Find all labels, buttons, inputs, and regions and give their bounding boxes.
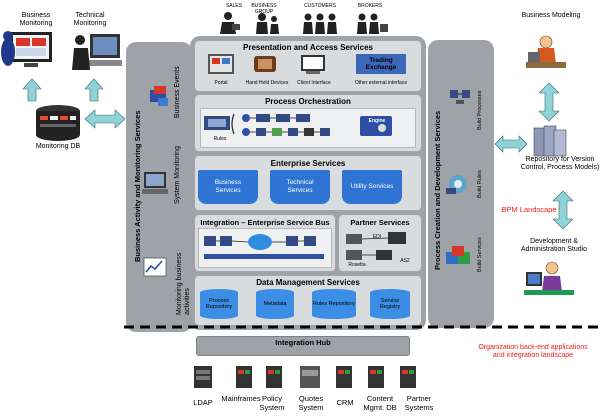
crm-icon bbox=[336, 366, 352, 388]
business-modeling-person-icon bbox=[526, 35, 566, 68]
build-rules-icon bbox=[446, 175, 467, 194]
business-services-box: Business Services bbox=[198, 170, 258, 204]
partner-flow-icon bbox=[346, 232, 406, 260]
quotes-system-label: Quotes System bbox=[298, 394, 324, 412]
esb-title: Integration – Enterprise Service Bus bbox=[200, 218, 330, 227]
double-arrow-horizontal-icon bbox=[494, 135, 528, 153]
bpm-landscape-label: BPM Landscape bbox=[501, 205, 557, 214]
partner-title: Partner Services bbox=[350, 218, 410, 227]
build-processes-label: Build Processes bbox=[477, 90, 483, 130]
quotes-system-icon bbox=[300, 366, 320, 388]
developer-person-icon bbox=[524, 261, 574, 295]
engine-label: Engine bbox=[368, 118, 386, 124]
monitoring-activities-icon bbox=[143, 257, 167, 277]
content-mgmt-db-label: Content Mgmt. DB bbox=[363, 394, 397, 412]
people-icons bbox=[220, 12, 388, 34]
integration-hub-title: Integration Hub bbox=[275, 338, 331, 347]
portal-icon bbox=[208, 54, 234, 74]
client-interface-label: Client Interface bbox=[297, 80, 331, 86]
policy-system-icon bbox=[266, 366, 282, 388]
rules-repository-db: Rules Repository bbox=[312, 289, 356, 319]
repository-servers-icon bbox=[533, 125, 567, 157]
business-modeling-label: Business Modeling bbox=[521, 12, 581, 19]
as2-label: AS2 bbox=[400, 258, 410, 264]
double-arrow-vertical-icon bbox=[538, 82, 560, 122]
build-rules-label: Build Rules bbox=[477, 170, 483, 198]
business-monitoring-icon bbox=[1, 31, 52, 67]
portal-label: Portal bbox=[214, 80, 228, 86]
backend-system-icons bbox=[194, 366, 416, 388]
brokers-icon bbox=[357, 13, 388, 34]
trading-exchange-box: Trading Exchange bbox=[356, 54, 406, 74]
integration-hub-bar bbox=[196, 336, 410, 356]
sales-label: SALES bbox=[225, 3, 243, 9]
double-arrow-horizontal-icon bbox=[84, 109, 126, 129]
build-services-icon bbox=[446, 246, 470, 264]
partner-section: Partner Services bbox=[338, 214, 422, 272]
business-group-icon bbox=[256, 13, 279, 34]
system-monitoring-icon bbox=[142, 172, 168, 194]
business-monitoring-label: Business Monitoring bbox=[19, 12, 53, 27]
business-group-label: BUSINESS GROUP bbox=[251, 3, 277, 15]
technical-monitoring-icon bbox=[72, 34, 122, 70]
ldap-label: LDAP bbox=[193, 398, 213, 407]
orchestration-flow-icon bbox=[204, 113, 392, 136]
customers-icon bbox=[303, 13, 337, 34]
ldap-icon bbox=[194, 366, 212, 388]
system-monitoring-label: System Monitoring bbox=[174, 146, 181, 204]
technical-monitoring-label: Technical Monitoring bbox=[73, 12, 107, 27]
partner-systems-label: Partner Systems bbox=[404, 394, 434, 412]
repository-label: Repository for Version Control, Process … bbox=[520, 156, 600, 171]
esb-flow-icon bbox=[204, 234, 324, 259]
enterprise-title: Enterprise Services bbox=[270, 159, 346, 168]
build-processes-icon bbox=[450, 90, 470, 104]
sales-person-icon bbox=[220, 12, 240, 34]
handheld-icon bbox=[254, 56, 276, 72]
metadata-db: Metadata bbox=[256, 289, 294, 319]
customers-label: CUSTOMERS bbox=[304, 3, 336, 9]
other-interface-label: Other external interface bbox=[354, 80, 408, 86]
utility-services-box: Utility Services bbox=[342, 170, 402, 204]
build-services-label: Build Services bbox=[477, 237, 483, 272]
crm-label: CRM bbox=[336, 398, 354, 407]
data-mgmt-title: Data Management Services bbox=[256, 278, 360, 287]
orchestration-title: Process Orchestration bbox=[265, 97, 351, 106]
client-interface-icon bbox=[301, 55, 325, 74]
pcd-title: Process Creation and Development Service… bbox=[433, 110, 442, 270]
policy-system-label: Policy System bbox=[259, 394, 285, 412]
business-events-icon bbox=[150, 86, 168, 106]
mainframes-icon bbox=[236, 366, 252, 388]
dev-studio-label: Development & Administration Studio bbox=[520, 238, 588, 253]
org-backend-label: Organization back-end applications and i… bbox=[478, 344, 588, 359]
partner-systems-icon bbox=[400, 366, 416, 388]
edi-label: EDI bbox=[372, 234, 382, 240]
landscape-separator-line bbox=[124, 325, 600, 329]
rules-label: Rules bbox=[213, 136, 227, 142]
handheld-label: Hand Held Devices bbox=[245, 80, 289, 86]
monitoring-db-label: Monitoring DB bbox=[35, 143, 81, 150]
mainframes-label: Mainframes bbox=[221, 394, 261, 403]
double-arrow-vertical-icon bbox=[552, 190, 574, 230]
rosetta-label: Rosetta bbox=[348, 262, 366, 268]
content-mgmt-db-icon bbox=[368, 366, 384, 388]
business-events-label: Business Events bbox=[174, 66, 181, 118]
service-registry-db: Service Registry bbox=[370, 289, 410, 319]
arrow-up-icon bbox=[22, 78, 42, 102]
process-repository-db: Process Repository bbox=[200, 289, 238, 319]
monitoring-db-icon bbox=[36, 105, 80, 141]
brokers-label: BROKERS bbox=[357, 3, 383, 9]
arrow-up-icon bbox=[84, 78, 104, 102]
technical-services-box: Technical Services bbox=[270, 170, 330, 204]
presentation-title: Presentation and Access Services bbox=[243, 43, 373, 52]
